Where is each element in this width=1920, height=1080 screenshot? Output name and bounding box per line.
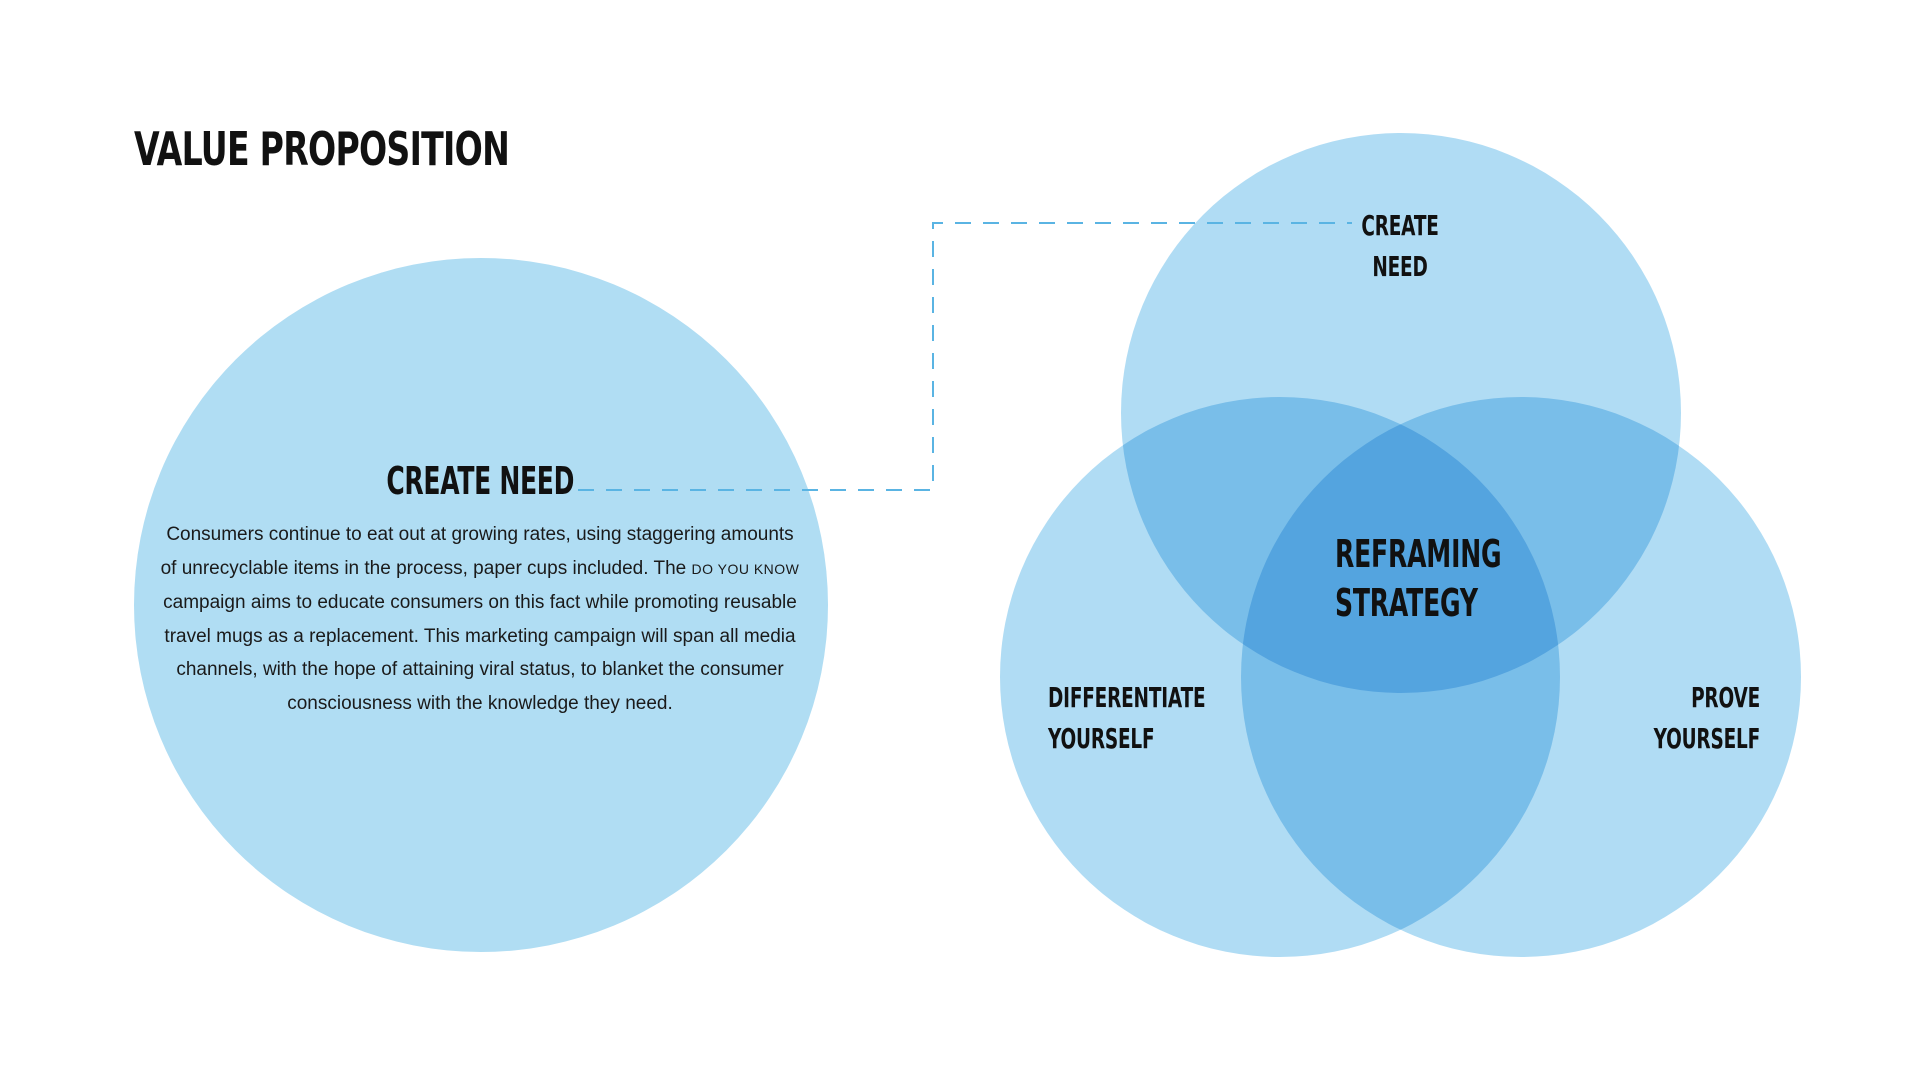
venn-label-center-line1: REFRAMING [1335, 532, 1502, 576]
venn-label-top-line2: NEED [1372, 250, 1428, 283]
venn-circle-right [1241, 397, 1801, 957]
venn-label-right-line1: PROVE [1691, 681, 1760, 714]
detail-panel: CREATE NEED Consumers continue to eat ou… [160, 462, 800, 721]
detail-circle [134, 258, 828, 952]
venn-label-left-line1: DIFFERENTIATE [1048, 681, 1206, 714]
detail-title: CREATE NEED [386, 459, 574, 503]
venn-label-center-line2: STRATEGY [1335, 581, 1478, 625]
venn-label-right: PROVE YOURSELF [1520, 677, 1761, 759]
description-text-end: campaign aims to educate consumers on th… [163, 592, 797, 714]
detail-description: Consumers continue to eat out at growing… [160, 518, 800, 721]
venn-label-top: CREATE NEED [1340, 205, 1460, 287]
connector-line [578, 222, 1352, 491]
venn-label-left: DIFFERENTIATE YOURSELF [1048, 677, 1288, 759]
venn-label-right-line2: YOURSELF [1653, 722, 1761, 755]
venn-label-left-line2: YOURSELF [1048, 722, 1155, 755]
campaign-name: DO YOU KNOW [691, 560, 800, 577]
venn-label-center: REFRAMING STRATEGY [1301, 530, 1502, 628]
page-title: VALUE PROPOSITION [134, 122, 510, 176]
description-text-start: Consumers continue to eat out at growing… [160, 524, 794, 579]
venn-label-top-line1: CREATE [1361, 209, 1439, 242]
